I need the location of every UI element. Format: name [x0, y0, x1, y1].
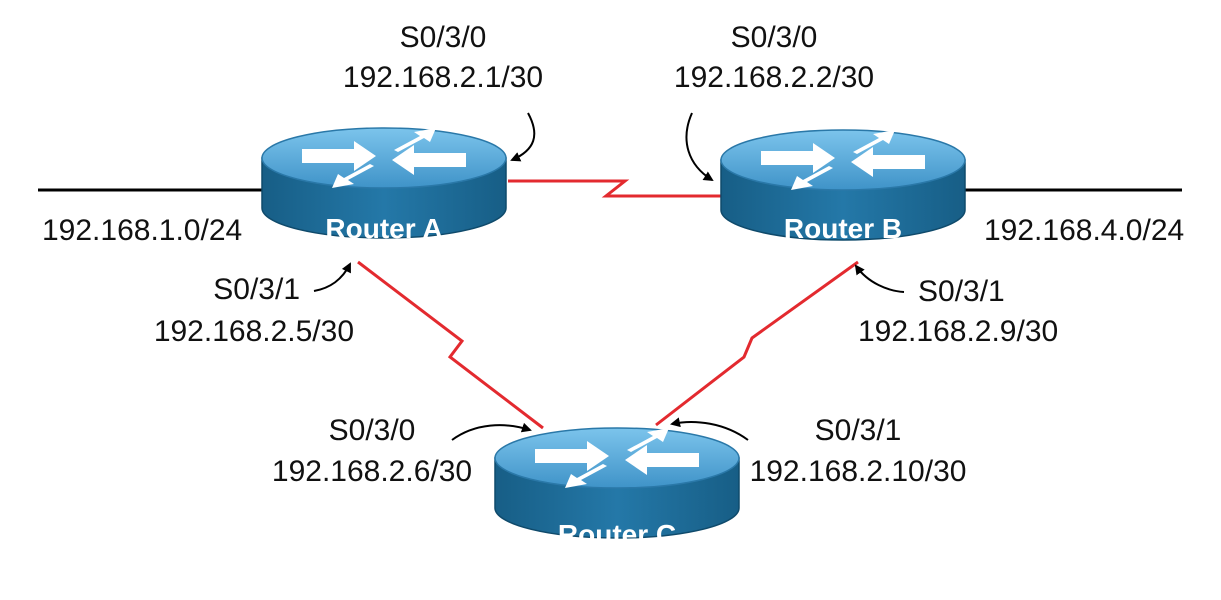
- interface-port-c-s030: S0/3/0: [329, 414, 416, 447]
- network-label-left: 192.168.1.0/24: [42, 214, 242, 247]
- pointer-arrow-b-s030: [685, 112, 714, 182]
- router-a[interactable]: Router A: [261, 127, 507, 244]
- router-b[interactable]: Router B: [720, 129, 966, 244]
- serial-link-b-c: [655, 260, 859, 427]
- pointer-arrow-c-s031: [670, 417, 749, 441]
- pointer-arrow-a-s031: [313, 262, 351, 292]
- interface-port-a-s031: S0/3/1: [213, 273, 300, 306]
- interface-ip-b-s030: 192.168.2.2/30: [674, 61, 874, 94]
- router-c-label: Router C: [558, 519, 676, 550]
- interface-port-c-s031: S0/3/1: [815, 414, 902, 447]
- interface-ip-c-s030: 192.168.2.6/30: [272, 455, 472, 488]
- pointer-arrow-a-s030: [510, 112, 536, 162]
- interface-port-b-s031: S0/3/1: [918, 275, 1005, 308]
- interface-ip-a-s030: 192.168.2.1/30: [343, 61, 543, 94]
- interface-port-b-s030: S0/3/0: [731, 21, 818, 54]
- interface-ip-b-s031: 192.168.2.9/30: [858, 315, 1058, 348]
- router-c[interactable]: Router C: [494, 427, 740, 550]
- serial-link-a-b: [508, 179, 723, 198]
- router-a-label: Router A: [325, 213, 442, 244]
- pointer-arrow-b-s031: [854, 264, 905, 293]
- interface-ip-c-s031: 192.168.2.10/30: [750, 455, 967, 488]
- pointer-arrow-c-s030: [451, 422, 532, 441]
- interface-ip-a-s031: 192.168.2.5/30: [154, 315, 354, 348]
- interface-port-a-s030: S0/3/0: [400, 21, 487, 54]
- router-b-label: Router B: [784, 213, 902, 244]
- serial-link-a-c: [357, 260, 544, 430]
- network-label-right: 192.168.4.0/24: [984, 214, 1184, 247]
